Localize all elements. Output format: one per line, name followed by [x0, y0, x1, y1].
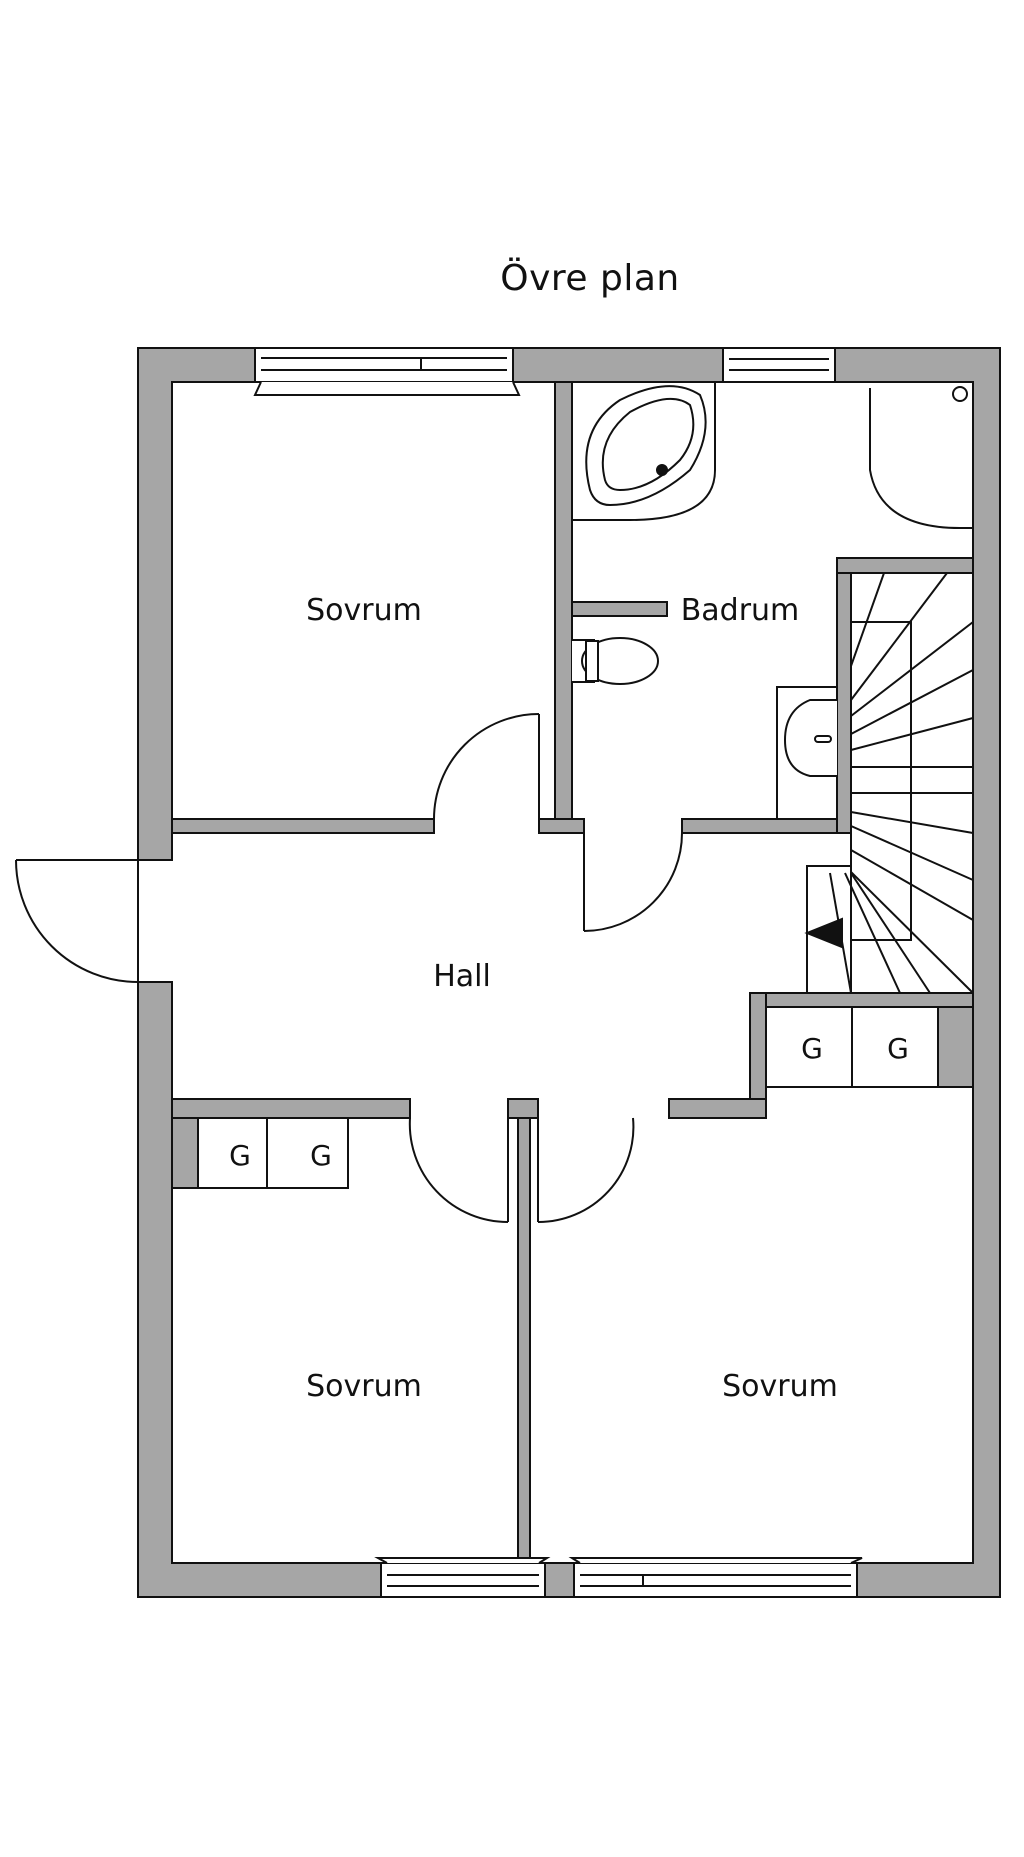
- closet-label: G: [887, 1032, 909, 1065]
- wall-stair-bottom: [749, 992, 974, 1008]
- wall-bedroom-hall: [171, 818, 435, 834]
- window-bottom-right: [568, 1557, 863, 1598]
- sink: [776, 686, 838, 820]
- wall-center-vertical: [517, 1117, 531, 1564]
- wall-hall-bottom-left: [171, 1098, 411, 1119]
- door-bathroom: [583, 832, 683, 932]
- room-label-bedroom-bottom-left: Sovrum: [306, 1369, 422, 1404]
- plan-title: Övre plan: [500, 258, 680, 299]
- room-label-hall: Hall: [433, 959, 491, 994]
- shower-cabin: [869, 381, 974, 529]
- window-top-bath: [722, 347, 836, 383]
- closet-label: G: [310, 1139, 332, 1172]
- wall-left-closet-fill: [171, 1117, 199, 1189]
- wall-right-closet-fill: [937, 1006, 974, 1088]
- wall-stair-left: [836, 557, 852, 834]
- wall-bath-bottom: [681, 818, 852, 834]
- wall-center-stub: [507, 1098, 539, 1119]
- closet: [197, 1117, 268, 1189]
- window-bottom-left: [374, 1557, 551, 1598]
- corner-bathtub: [571, 381, 716, 521]
- entrance-door: [15, 859, 139, 983]
- stair-direction-arrow: [804, 917, 843, 949]
- closet: [851, 1006, 939, 1088]
- window-top-left: [253, 347, 521, 396]
- closet: [765, 1006, 853, 1088]
- closet-label: G: [801, 1032, 823, 1065]
- wall-stair-top: [836, 557, 974, 574]
- room-label-bedroom-top-left: Sovrum: [306, 593, 422, 628]
- wall-step-horizontal: [668, 1098, 767, 1119]
- door-bedroom-bottom-left: [408, 1117, 509, 1224]
- door-bedroom-bottom-right: [537, 1117, 635, 1224]
- toilet: [572, 637, 659, 685]
- closet: [266, 1117, 349, 1189]
- door-bedroom-top-left: [433, 713, 540, 820]
- wall-bedroom-bath: [554, 381, 573, 820]
- outer-wall: [137, 347, 1001, 1598]
- wall-stub-left: [538, 818, 585, 834]
- closet-label: G: [229, 1139, 251, 1172]
- room-label-bedroom-bottom-right: Sovrum: [722, 1369, 838, 1404]
- room-label-bathroom: Badrum: [681, 593, 800, 628]
- wall-bath-partition: [571, 601, 668, 617]
- staircase: [804, 572, 974, 994]
